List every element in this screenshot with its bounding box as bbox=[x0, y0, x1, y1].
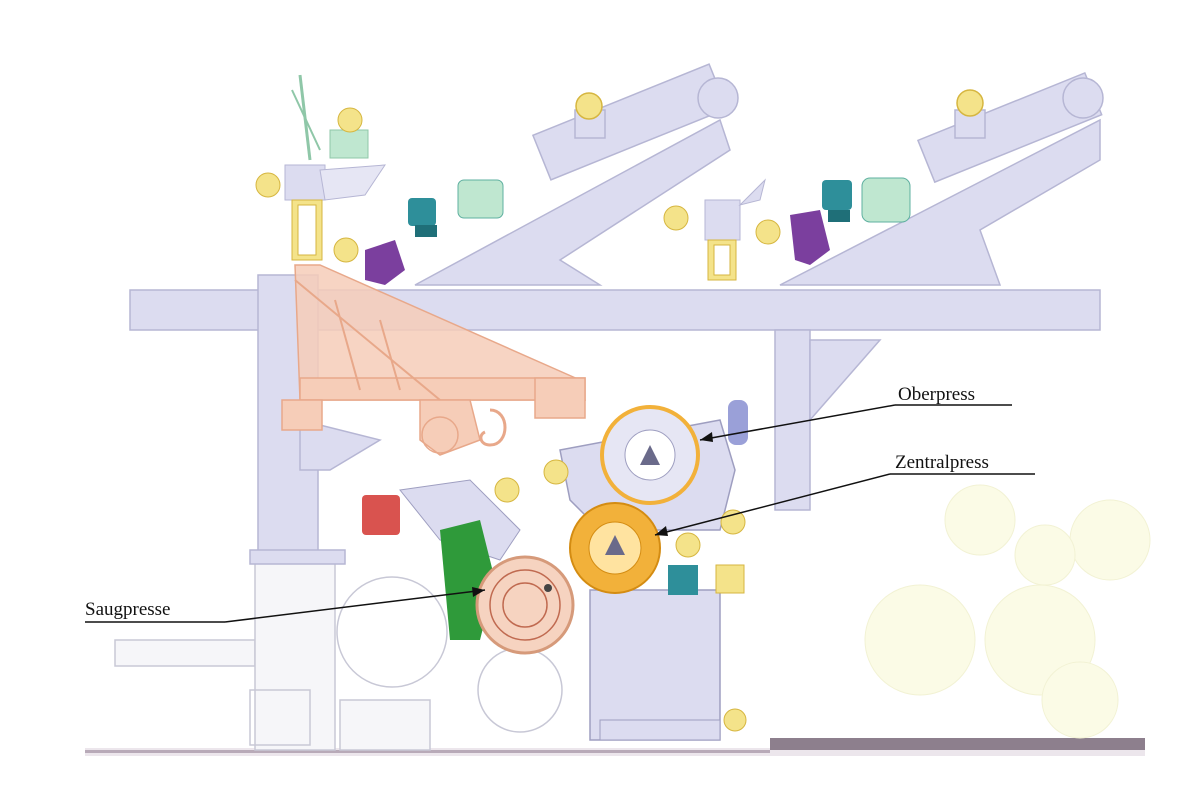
callout-saugpresse: Saugpresse bbox=[85, 587, 486, 623]
label-zentralpress: Zentralpress bbox=[895, 452, 989, 473]
middle-guide-stand bbox=[663, 178, 781, 281]
label-saugpresse: Saugpresse bbox=[85, 599, 170, 620]
zentralpress-roll bbox=[569, 502, 661, 594]
press-section bbox=[362, 400, 748, 741]
oberpress-roll bbox=[600, 405, 700, 505]
drives bbox=[365, 177, 911, 285]
cantilever-bracket bbox=[281, 264, 586, 456]
callout-oberpress: Oberpress bbox=[699, 384, 1012, 442]
label-oberpress: Oberpress bbox=[898, 384, 975, 405]
left-guide-stand bbox=[255, 74, 386, 263]
saugpresse-roll bbox=[475, 555, 575, 655]
floor bbox=[85, 738, 1145, 756]
callout-zentralpress: Zentralpress bbox=[654, 452, 1035, 536]
background-rolls-right bbox=[864, 484, 1151, 739]
upper-felt-frames bbox=[414, 63, 1104, 286]
